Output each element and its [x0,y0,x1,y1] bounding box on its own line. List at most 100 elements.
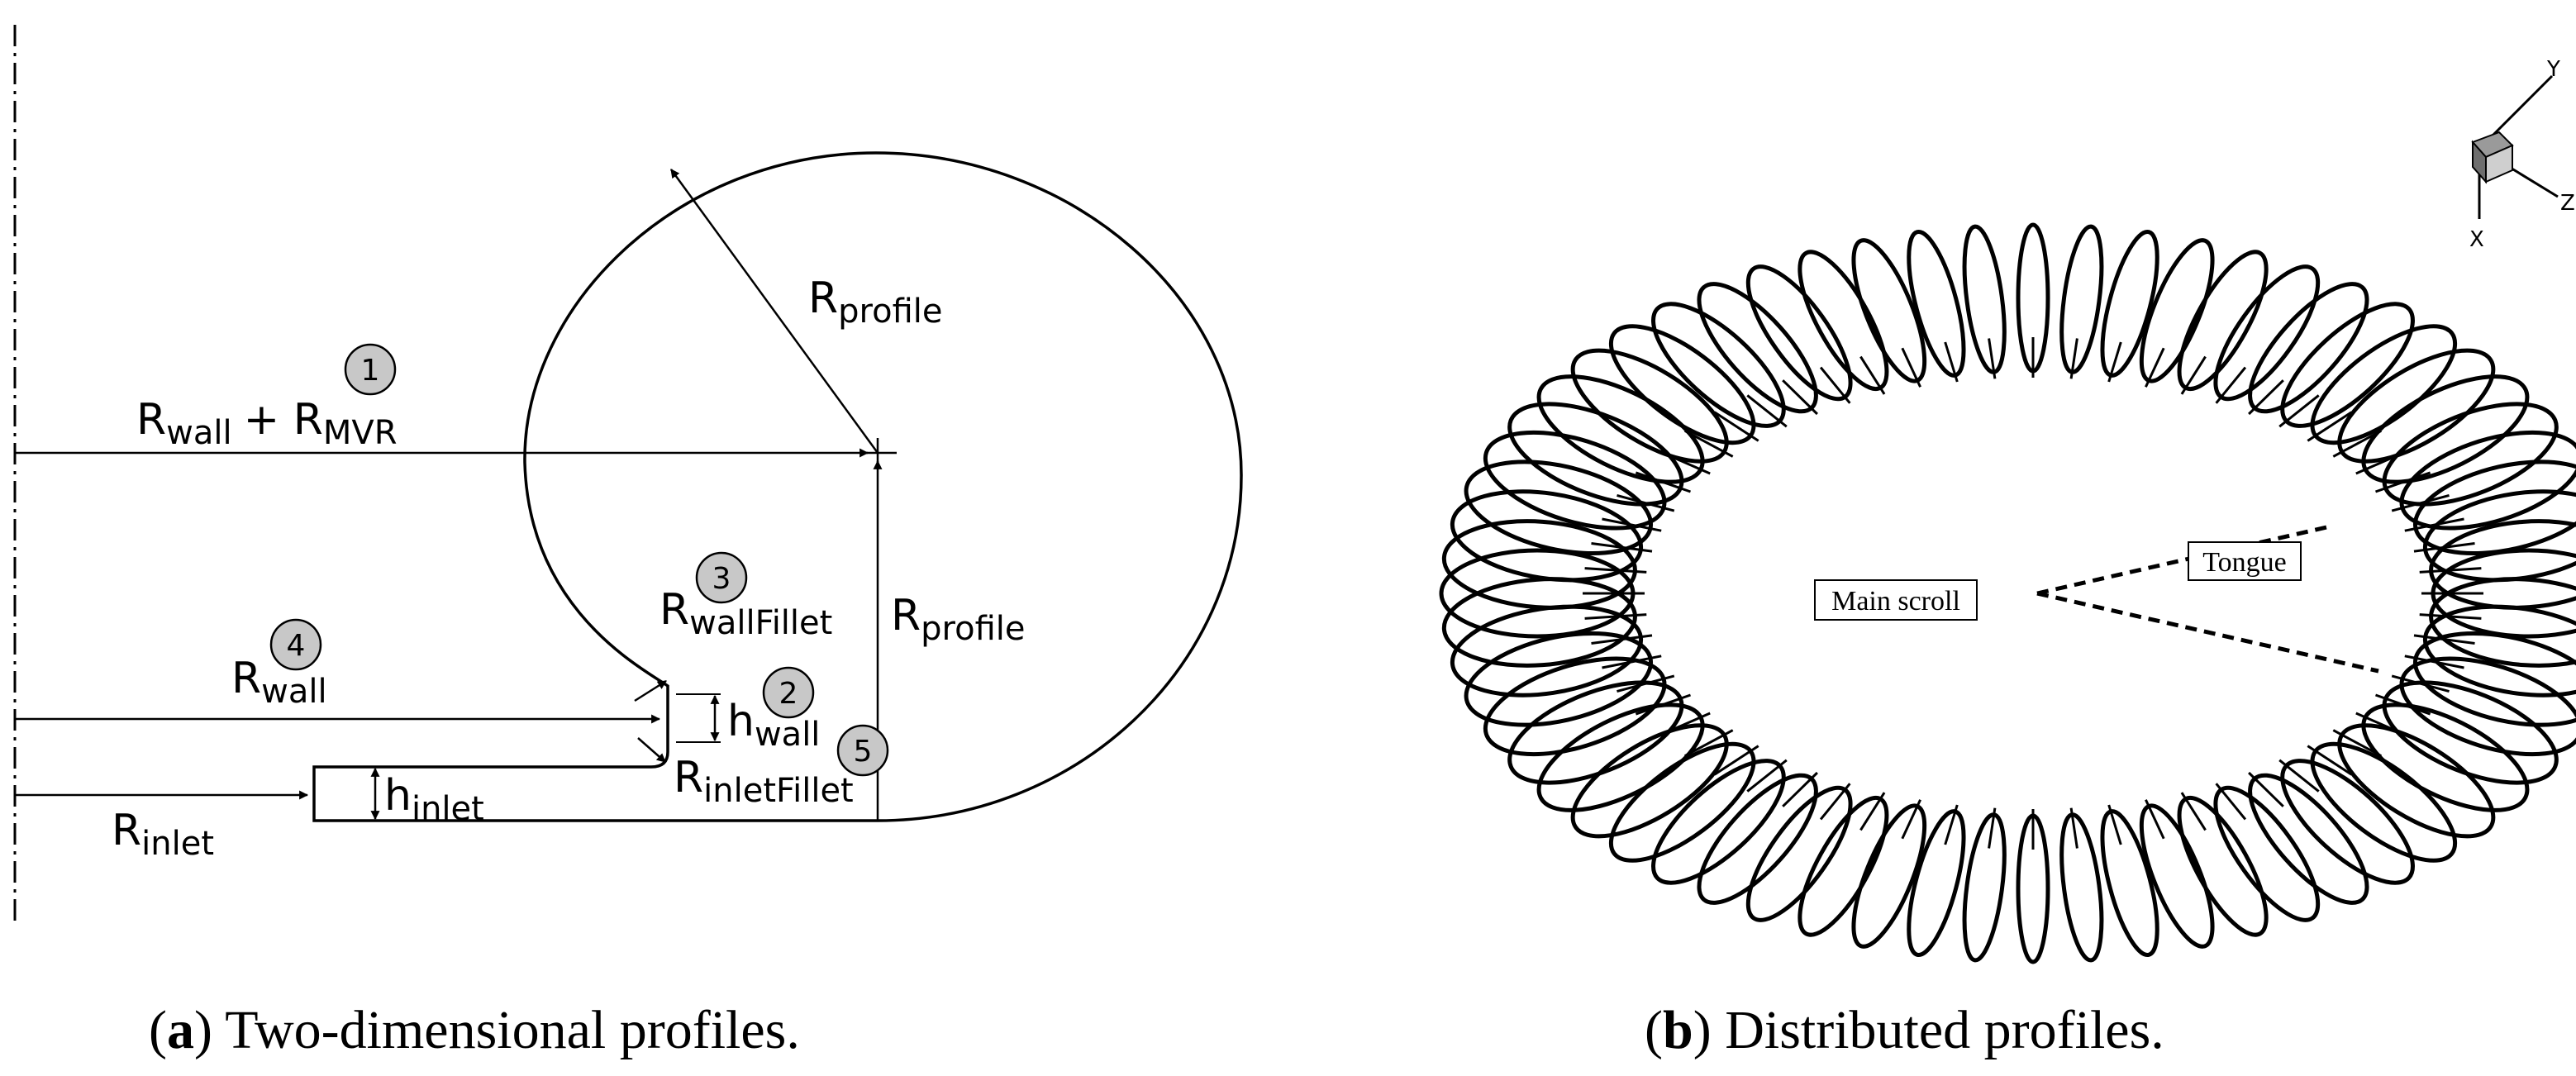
profile-outline [312,151,1243,822]
inlet-cut [1658,712,1711,737]
inlet-cut [1617,674,1675,693]
axis-triad-icon: Y Z X [2469,57,2575,252]
inlet-cut [1782,379,1818,416]
inlet-cut [1591,542,1653,553]
svg-text:X: X [2469,227,2484,252]
inlet-cut [1584,567,1647,574]
inlet-cut [2278,394,2320,428]
panel-b-distributed-profiles: Main scroll Tongue Y Z X (b) Distributed… [1439,57,2576,1060]
inlet-cut [2145,799,2165,840]
inlet-cut [2145,347,2165,388]
label-rprofile-radius: Rprofile [808,274,943,331]
inlet-cut [1635,693,1691,716]
svg-text:2: 2 [779,677,798,711]
sector-line-upper [2036,525,2327,596]
inlet-cut [2215,366,2247,404]
inlet-cut [1713,745,1759,776]
inlet-cut [1819,783,1851,821]
inlet-cut [2069,338,2078,379]
inlet-cut [2375,471,2431,493]
inlet-cut [2375,693,2431,716]
label-rwall: Rwall [231,654,327,711]
svg-text:5: 5 [854,735,873,769]
inlet-cut [2404,517,2464,532]
inlet-cut [1584,613,1647,620]
label-rwallfillet: RwallFillet [659,585,832,642]
svg-text:Tongue: Tongue [2202,547,2287,578]
inlet-cut [2107,804,2122,845]
inlet-cut [1901,799,1921,840]
inlet-cut [1901,347,1921,388]
label-rprofile-vertical: Rprofile [891,591,1026,648]
badge-1: 1 [344,343,397,396]
rwallfillet-pointer [634,679,667,702]
caption-b: (b) Distributed profiles. [1645,1000,2164,1060]
inlet-cut [2307,411,2353,442]
svg-text:4: 4 [287,629,306,663]
profile-ring [2139,803,2215,949]
inner-profile-cuts [1583,337,2483,850]
label-rwall-plus-rmvr: Rwall+ RMVR [136,395,398,452]
svg-text:Z: Z [2560,191,2575,216]
profile-ring [2139,238,2215,383]
inlet-cut [2355,450,2408,475]
inlet-cut [1617,493,1675,512]
badge-4: 4 [269,618,322,671]
inlet-cut [1859,792,1886,831]
inlet-cut [1635,471,1691,493]
inlet-cut [1819,366,1851,404]
rprofile-radius-arrow [669,169,879,454]
inlet-cut [1683,729,1734,758]
inlet-cut [2307,745,2353,776]
inlet-cut [2248,771,2284,807]
badge-3: 3 [695,551,748,604]
svg-text:1: 1 [361,354,380,388]
label-rinlet: Rinlet [112,806,214,863]
inlet-cut [2332,729,2383,758]
inlet-cut [1944,341,1959,383]
profile-ring [1851,238,1927,383]
inlet-cut [2391,674,2450,693]
badge-2: 2 [762,666,815,719]
inlet-cut [1988,338,1997,379]
inlet-cut [2248,379,2284,416]
inlet-cut [2413,542,2475,553]
inlet-cut [2391,493,2450,512]
inlet-cut [1988,807,1997,849]
inlet-cut [2278,759,2320,793]
tongue-label: Tongue [2188,541,2302,581]
inlet-cut [2107,341,2122,383]
inlet-cut [1658,450,1711,475]
main-scroll-label: Main scroll [1814,579,1978,621]
inlet-cut [2355,712,2408,737]
inlet-cut [1591,634,1653,645]
inlet-cut [1713,411,1759,442]
inlet-cut [1944,804,1959,845]
sector-line-lower [2036,591,2379,674]
inlet-cut [2419,567,2482,574]
inlet-cut [1602,517,1662,532]
label-hwall: hwall [727,697,820,754]
label-hinlet: hinlet [384,771,484,828]
rinletfillet-pointer [637,737,666,763]
inlet-cut [1683,429,1734,458]
inlet-cut [2332,429,2383,458]
svg-text:Main scroll: Main scroll [1831,586,1960,617]
caption-a: (a) Two-dimensional profiles. [149,1000,800,1060]
inlet-cut [2180,792,2207,831]
badge-5: 5 [836,724,889,777]
inlet-cut [1746,394,1788,428]
label-rinletfillet: RinletFillet [674,753,854,810]
panel-a-profile-diagram: 1 3 4 2 5 Rwall+ RMVR Rprofile Rprofile … [13,25,1243,1060]
inlet-cut [1859,355,1886,395]
inlet-cut [1782,771,1818,807]
inlet-cut [2404,655,2464,669]
profile-ring [1851,803,1927,949]
svg-text:Y: Y [2546,57,2560,82]
inlet-cut [2419,613,2482,620]
inlet-cut [2215,783,2247,821]
inlet-cut [1602,655,1662,669]
inlet-cut [2180,355,2207,395]
inlet-cut [2069,807,2078,849]
